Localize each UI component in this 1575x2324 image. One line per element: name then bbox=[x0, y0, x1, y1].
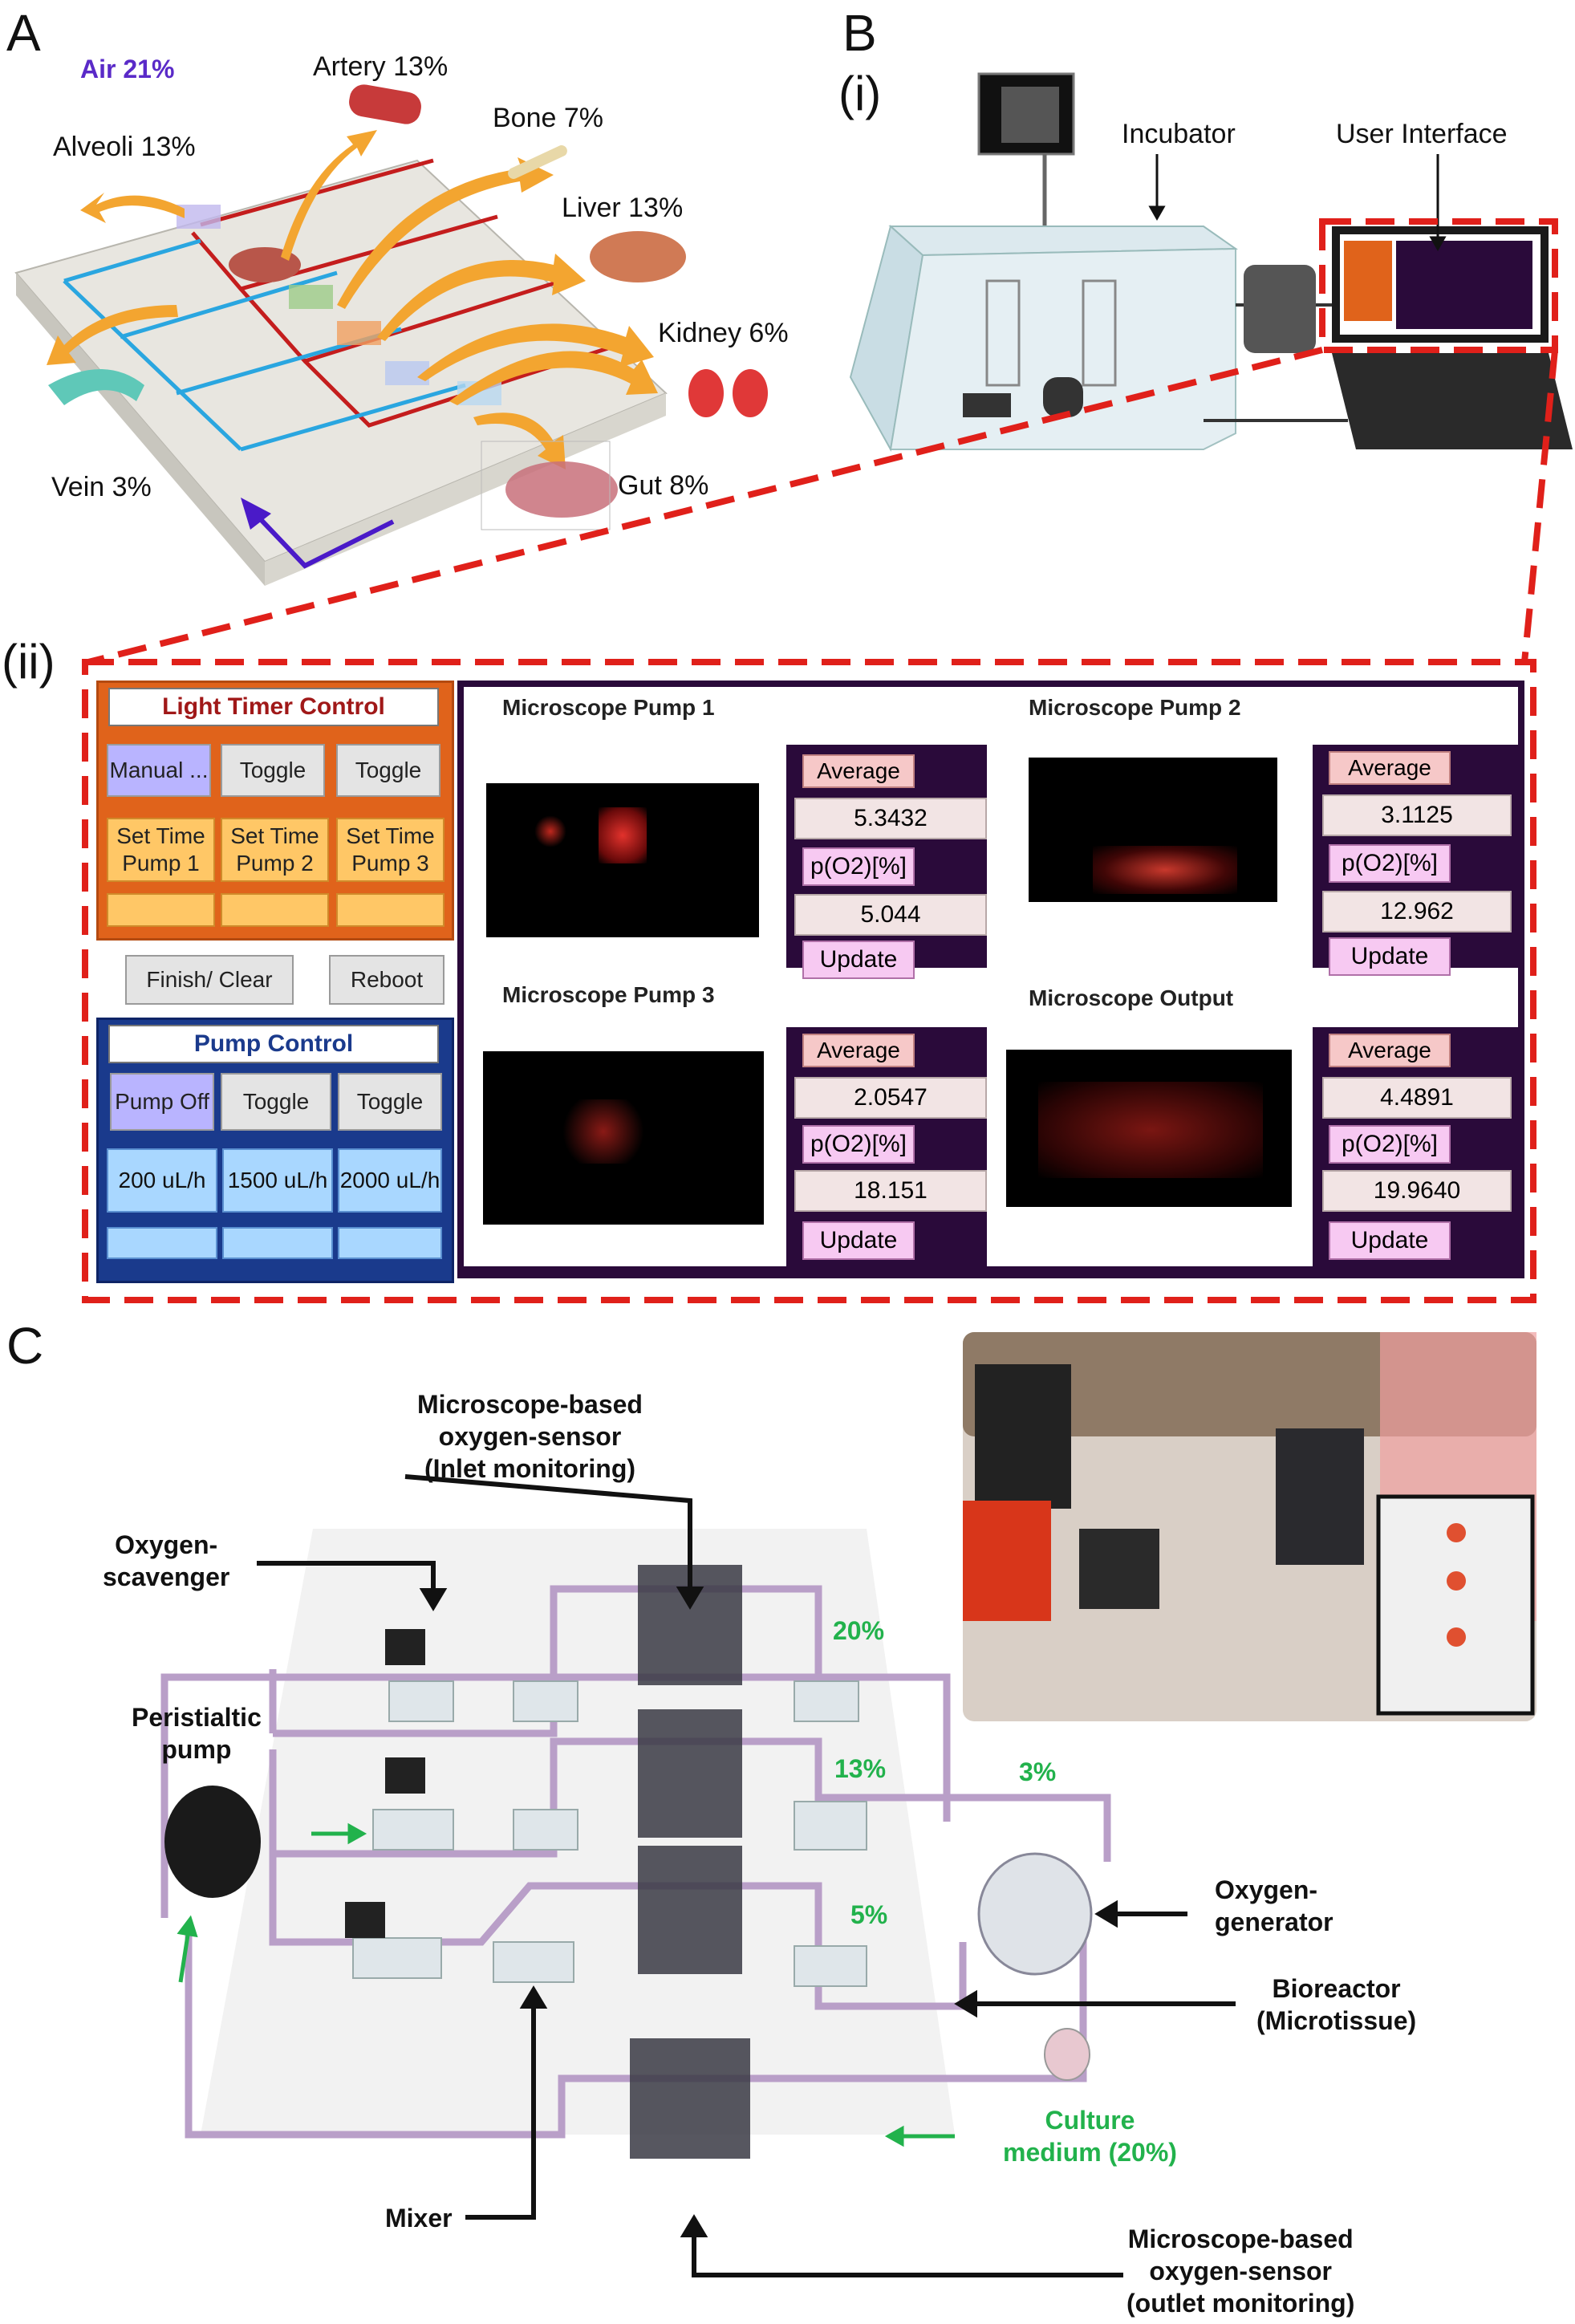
pump-1-update-button[interactable]: Update bbox=[802, 941, 915, 979]
level-3: 3% bbox=[1019, 1757, 1057, 1786]
culture-medium-label: Culture medium (20%) bbox=[1003, 2106, 1177, 2167]
vein-label: Vein 3% bbox=[51, 472, 152, 502]
reboot-button[interactable]: Reboot bbox=[329, 955, 444, 1005]
flow-arrows bbox=[47, 130, 658, 469]
pump-3-average-value: 2.0547 bbox=[794, 1077, 987, 1119]
incubator-setup bbox=[849, 72, 1573, 452]
output-po2-value: 19.9640 bbox=[1322, 1170, 1512, 1212]
pump-label: Peristialtic pump bbox=[132, 1703, 262, 1764]
artery-label: Artery 13% bbox=[313, 51, 449, 82]
liver-label: Liver 13% bbox=[562, 193, 684, 223]
gut-label: Gut 8% bbox=[618, 470, 709, 501]
output-average-value: 4.4891 bbox=[1322, 1077, 1512, 1119]
pump-off-button[interactable]: Pump Off bbox=[110, 1073, 214, 1131]
pump-2-po2-value: 12.962 bbox=[1322, 891, 1512, 932]
pump-toggle-button-2[interactable]: Toggle bbox=[338, 1073, 442, 1131]
scavenger-label: Oxygen- scavenger bbox=[103, 1530, 230, 1591]
level-20: 20% bbox=[833, 1616, 885, 1645]
set-time-pump-1[interactable]: Set Time Pump 1 bbox=[107, 818, 215, 882]
annotation-arrows bbox=[257, 1474, 1236, 2277]
set-time-input-1[interactable] bbox=[107, 893, 215, 927]
pointer-arrows bbox=[1148, 154, 1447, 252]
light-timer-title: Light Timer Control bbox=[108, 688, 439, 726]
pump-2-po2-label: p(O2)[%] bbox=[1329, 844, 1451, 883]
set-time-pump-3[interactable]: Set Time Pump 3 bbox=[336, 818, 444, 882]
pump-3-po2-label: p(O2)[%] bbox=[802, 1125, 915, 1164]
generator-label: Oxygen- generator bbox=[1215, 1875, 1333, 1936]
pump-control-title: Pump Control bbox=[108, 1025, 439, 1063]
microscope-pump-2-title: Microscope Pump 2 bbox=[1029, 695, 1241, 720]
pump-2-average-label: Average bbox=[1329, 751, 1451, 785]
output-average-label: Average bbox=[1329, 1034, 1451, 1067]
microscope-pump-1-image bbox=[486, 783, 759, 937]
circuit-diagram bbox=[160, 1529, 1111, 2159]
pump-1-average-label: Average bbox=[802, 754, 915, 788]
set-time-input-2[interactable] bbox=[221, 893, 329, 927]
pump-3-update-button[interactable]: Update bbox=[802, 1221, 915, 1260]
light-toggle-button-1[interactable]: Toggle bbox=[221, 744, 325, 797]
finish-clear-button[interactable]: Finish/ Clear bbox=[125, 955, 294, 1005]
flow-rate-input-1[interactable] bbox=[107, 1227, 217, 1259]
organ-icons bbox=[48, 84, 768, 530]
alveoli-label: Alveoli 13% bbox=[53, 132, 196, 162]
bioreactor-label: Bioreactor (Microtissue) bbox=[1256, 1974, 1417, 2035]
flow-rate-input-2[interactable] bbox=[222, 1227, 333, 1259]
pump-toggle-button-1[interactable]: Toggle bbox=[221, 1073, 331, 1131]
microscope-pump-3-image bbox=[483, 1051, 764, 1225]
green-arrows bbox=[177, 1822, 955, 2147]
pump-1-po2-value: 5.044 bbox=[794, 894, 987, 936]
pump-1-po2-label: p(O2)[%] bbox=[802, 847, 915, 886]
flow-rate-input-3[interactable] bbox=[338, 1227, 442, 1259]
level-5: 5% bbox=[850, 1900, 888, 1929]
pump-control-panel: Pump Control Pump Off Toggle Toggle 200 … bbox=[96, 1018, 454, 1283]
mixer-label: Mixer bbox=[385, 2204, 453, 2233]
incubator-label: Incubator bbox=[1122, 119, 1236, 149]
pump-3-po2-value: 18.151 bbox=[794, 1170, 987, 1212]
pump-1-average-value: 5.3432 bbox=[794, 798, 987, 839]
panel-label-c: C bbox=[6, 1317, 44, 1375]
set-time-pump-2[interactable]: Set Time Pump 2 bbox=[221, 818, 329, 882]
level-13: 13% bbox=[834, 1754, 887, 1783]
output-po2-label: p(O2)[%] bbox=[1329, 1125, 1451, 1164]
pump-2-update-button[interactable]: Update bbox=[1329, 937, 1451, 976]
pump-2-average-value: 3.1125 bbox=[1322, 794, 1512, 836]
sensor-outlet-label: Microscope-based oxygen-sensor (outlet m… bbox=[1126, 2224, 1355, 2318]
set-time-input-3[interactable] bbox=[336, 893, 444, 927]
zoom-frame bbox=[82, 218, 1558, 1303]
sensor-inlet-label: Microscope-based oxygen-sensor (Inlet mo… bbox=[417, 1390, 643, 1483]
panel-label-b-ii: (ii) bbox=[2, 635, 55, 689]
panel-label-b-i: (i) bbox=[838, 67, 882, 120]
microscope-output-title: Microscope Output bbox=[1029, 985, 1234, 1010]
flow-rate-200[interactable]: 200 uL/h bbox=[107, 1148, 217, 1213]
flow-rate-2000[interactable]: 2000 uL/h bbox=[338, 1148, 442, 1213]
microscope-pump-1-title: Microscope Pump 1 bbox=[502, 695, 715, 720]
kidney-label: Kidney 6% bbox=[658, 318, 789, 348]
flow-rate-1500[interactable]: 1500 uL/h bbox=[222, 1148, 333, 1213]
light-timer-control-panel: Light Timer Control Manual ... Toggle To… bbox=[96, 681, 454, 941]
microscope-pump-2-image bbox=[1029, 758, 1277, 902]
user-interface-label: User Interface bbox=[1336, 119, 1508, 149]
microscope-output-image bbox=[1006, 1050, 1292, 1207]
panel-label-b: B bbox=[842, 4, 877, 62]
panel-label-a: A bbox=[6, 4, 41, 62]
user-interface-screen: Light Timer Control Manual ... Toggle To… bbox=[96, 681, 1524, 1283]
bone-label: Bone 7% bbox=[493, 103, 603, 133]
microscope-panel: Microscope Pump 1 Average 5.3432 p(O2)[%… bbox=[457, 681, 1524, 1278]
output-update-button[interactable]: Update bbox=[1329, 1221, 1451, 1260]
microscope-pump-3-title: Microscope Pump 3 bbox=[502, 982, 715, 1007]
light-toggle-button-2[interactable]: Toggle bbox=[336, 744, 440, 797]
manual-button[interactable]: Manual ... bbox=[107, 744, 211, 797]
air-direction-arrow bbox=[253, 511, 395, 569]
setup-photo bbox=[963, 1332, 1536, 1721]
air-label: Air 21% bbox=[80, 55, 175, 83]
pump-3-average-label: Average bbox=[802, 1034, 915, 1067]
